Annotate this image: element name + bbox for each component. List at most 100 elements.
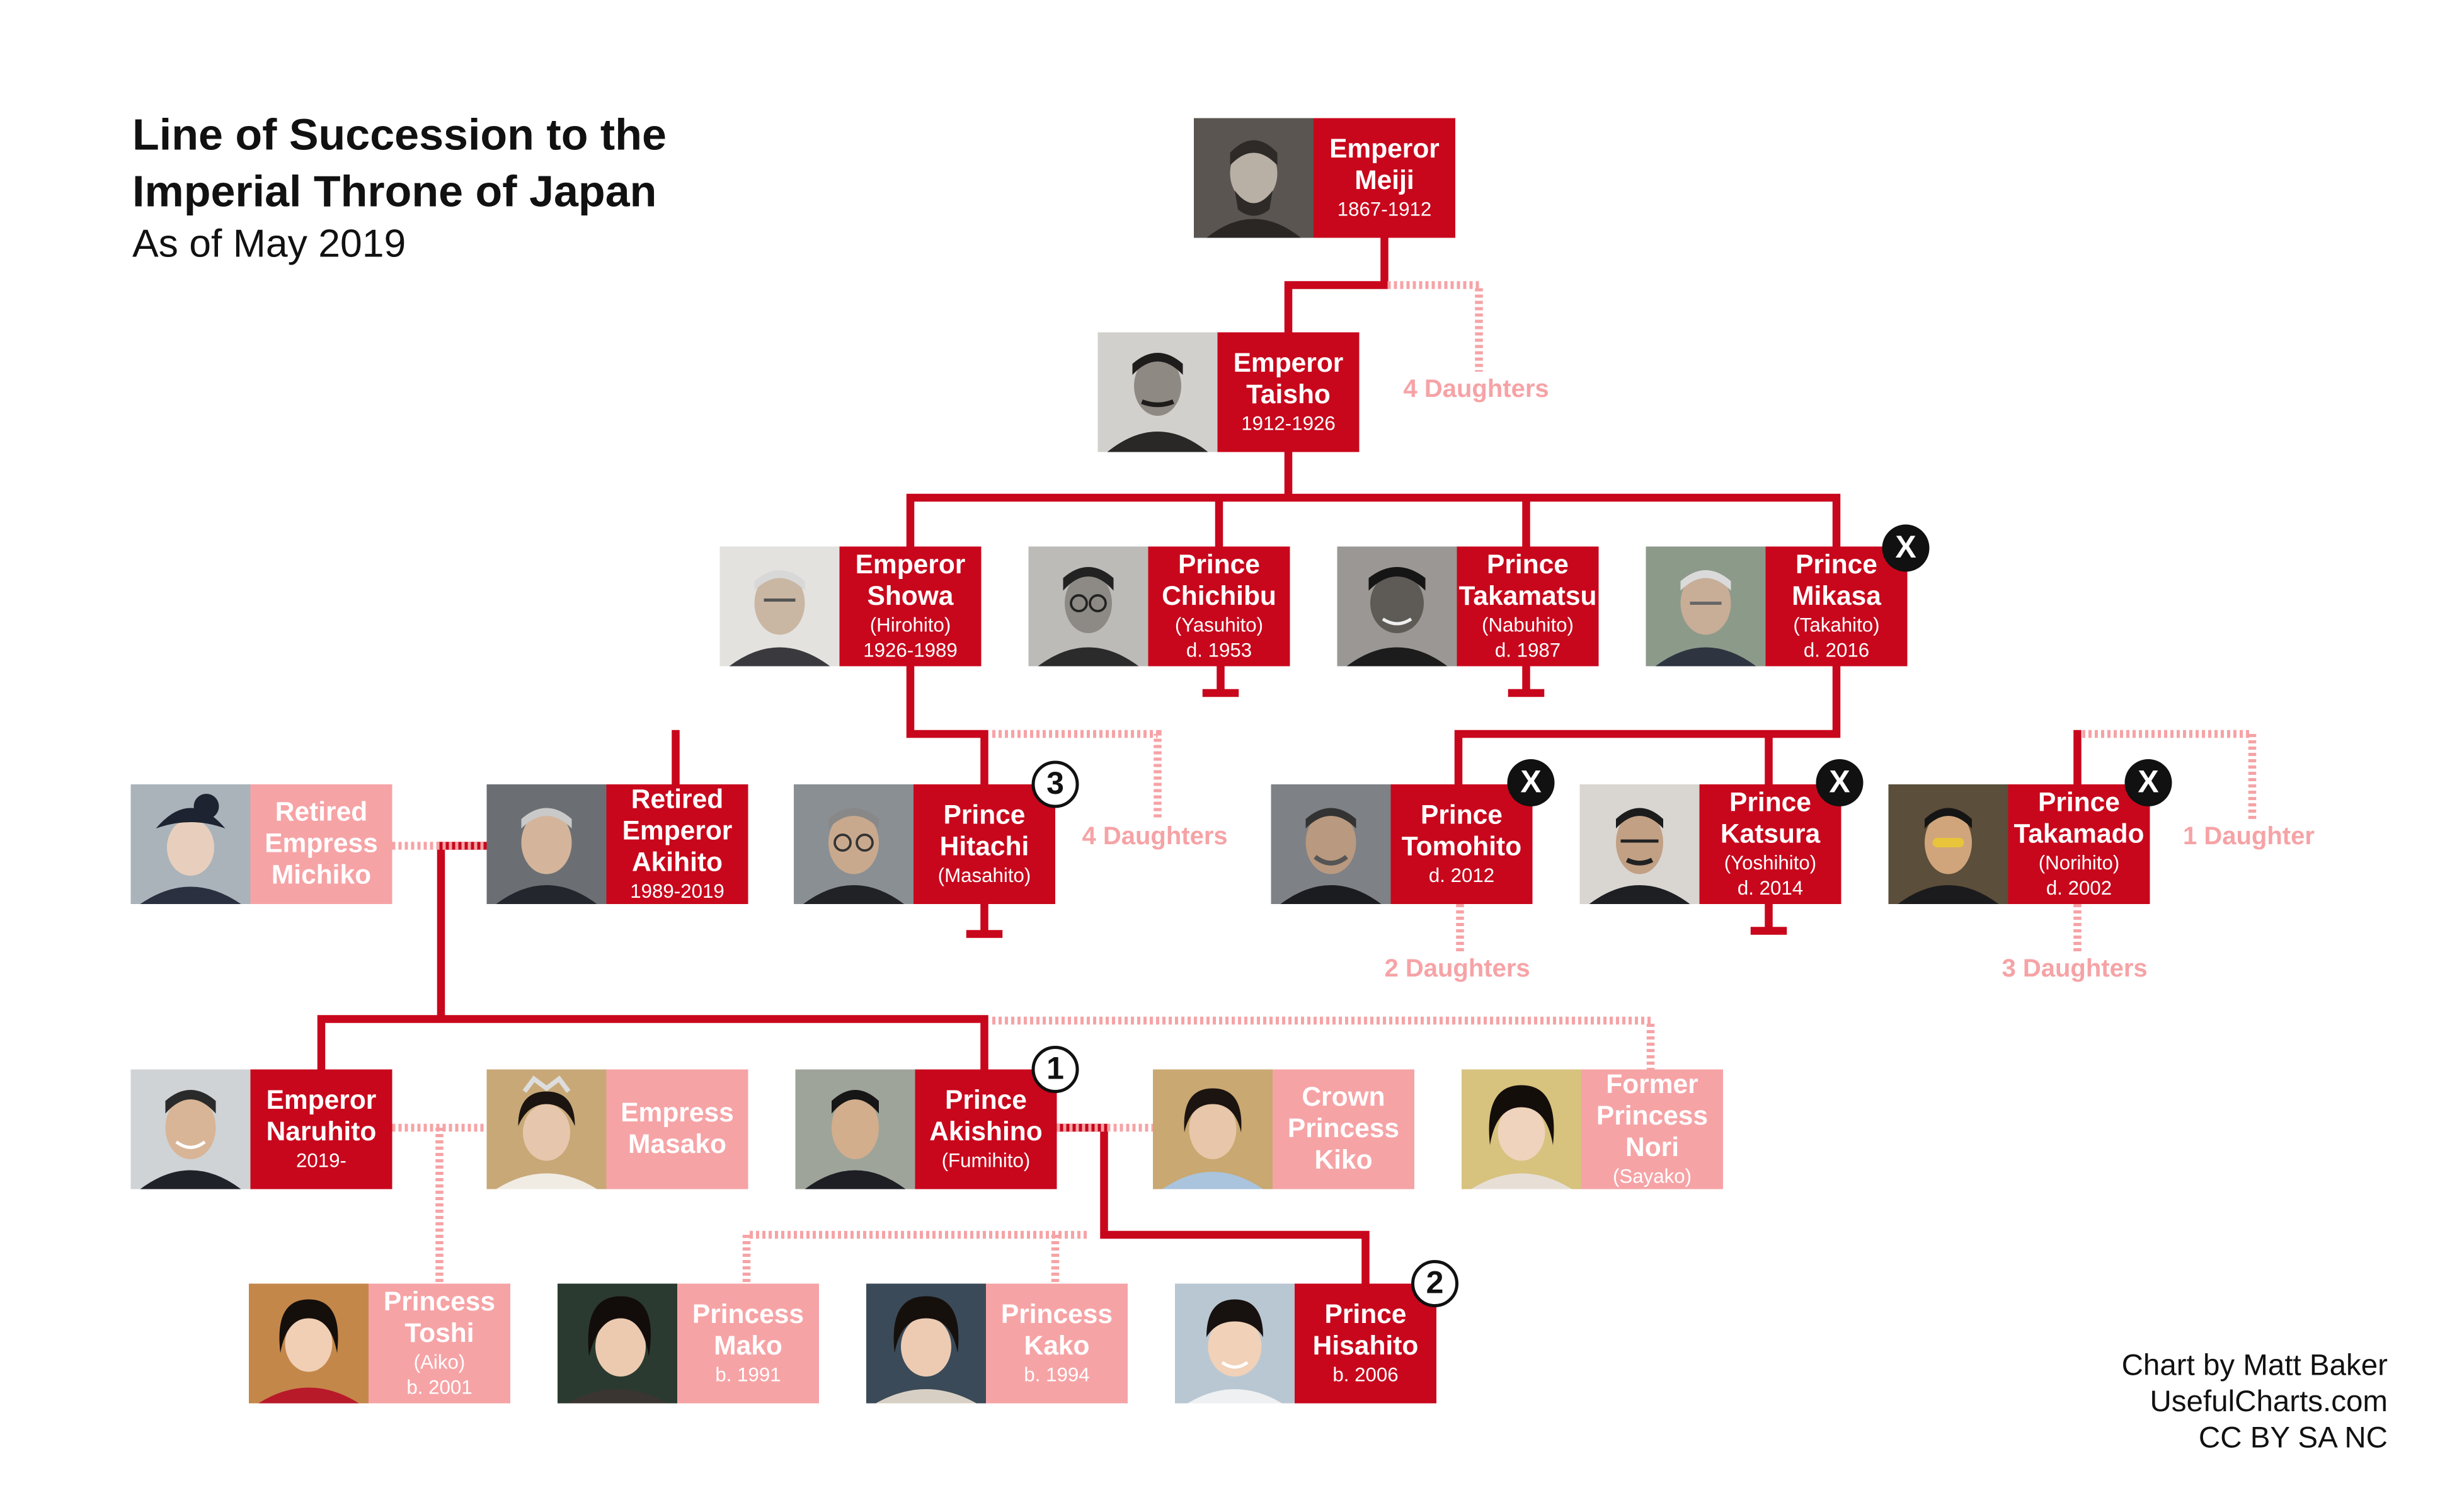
title-text-2: Empress <box>265 828 378 859</box>
death-text: d. 2016 <box>1803 639 1870 662</box>
portrait-photo <box>1646 546 1766 667</box>
chart-subtitle: As of May 2019 <box>132 222 406 266</box>
name-label: Crown Princess Kiko <box>1273 1069 1414 1189</box>
title-text: Princess <box>1000 1299 1113 1330</box>
death-text: d. 2012 <box>1428 864 1495 887</box>
succession-rank-badge: 3 <box>1031 760 1079 808</box>
name-text: Nori <box>1625 1132 1679 1163</box>
name-label: Princess Toshi (Aiko) b. 2001 <box>369 1283 510 1404</box>
portrait-photo <box>130 1069 251 1189</box>
name-text: Hisahito <box>1312 1331 1419 1361</box>
reign-text: 1926-1989 <box>863 639 958 662</box>
title-text: Prince <box>945 1085 1027 1116</box>
name-text: Takamado <box>2013 819 2145 849</box>
chart-title: Line of Succession to the Imperial Thron… <box>132 107 667 268</box>
title-text: Prince <box>1796 549 1877 580</box>
reign-text: 1989-2019 <box>630 880 724 903</box>
title-text: Prince <box>1324 1299 1407 1330</box>
death-text: d. 2002 <box>2046 877 2112 900</box>
name-text: Taisho <box>1246 379 1331 410</box>
name-label: Prince Hitachi (Masahito) <box>914 784 1055 904</box>
note-showa-daughters: 4 Daughters <box>1082 823 1228 851</box>
name-label: Prince Mikasa (Takahito) d. 2016 <box>1765 546 1908 667</box>
birth-text: b. 1991 <box>715 1364 781 1386</box>
name-label: Prince Tomohito d. 2012 <box>1390 784 1533 904</box>
portrait-photo <box>486 784 607 904</box>
credit-website: UsefulCharts.com <box>2150 1386 2388 1419</box>
given-name-text: (Sayako) <box>1612 1166 1692 1188</box>
title-text: Former <box>1606 1069 1698 1100</box>
portrait-photo <box>866 1283 986 1404</box>
portrait-photo <box>795 1069 915 1189</box>
title-text: Prince <box>2038 788 2120 818</box>
credit-author: Chart by Matt Baker <box>2121 1349 2388 1383</box>
reign-text: 1867-1912 <box>1337 198 1432 220</box>
reign-text: 2019- <box>296 1150 346 1172</box>
portrait-photo <box>719 546 840 667</box>
name-label: Empress Masako <box>606 1069 748 1189</box>
death-text: d. 1953 <box>1186 639 1252 662</box>
portrait-photo <box>130 784 251 904</box>
title-text: Retired <box>275 797 368 827</box>
name-label: Prince Akishino (Fumihito) <box>915 1069 1057 1189</box>
name-text: Kiko <box>1314 1145 1373 1176</box>
portrait-photo <box>1337 546 1457 667</box>
title-text: Emperor <box>266 1085 377 1116</box>
given-name-text: (Hirohito) <box>869 614 951 636</box>
title-text-2: Princess <box>1287 1113 1400 1144</box>
succession-rank-badge: 2 <box>1411 1260 1458 1307</box>
name-label: Princess Kako b. 1994 <box>986 1283 1128 1404</box>
name-label: Prince Takamado (Norihito) d. 2002 <box>2008 784 2150 904</box>
given-name-text: (Aiko) <box>413 1351 466 1373</box>
deceased-marker: X <box>1507 759 1555 806</box>
title-text: Princess <box>692 1299 805 1330</box>
given-name-text: (Norihito) <box>2038 852 2120 874</box>
portrait-photo <box>1028 546 1148 667</box>
title-text: Emperor <box>1329 134 1440 164</box>
title-text: Empress <box>621 1097 734 1128</box>
name-text: Kako <box>1024 1331 1090 1361</box>
title-text: Crown <box>1302 1082 1385 1113</box>
name-label: Emperor Naruhito 2019- <box>250 1069 392 1189</box>
reign-text: 1912-1926 <box>1241 413 1336 435</box>
note-mikasa-daughter: 1 Daughter <box>2183 823 2315 851</box>
deceased-marker: X <box>1816 759 1864 806</box>
name-label: Retired Empress Michiko <box>250 784 392 904</box>
title-line-1: Line of Succession to the <box>132 110 667 159</box>
portrait-photo <box>249 1283 369 1404</box>
name-label: Emperor Taisho 1912-1926 <box>1217 332 1360 452</box>
portrait-photo <box>1175 1283 1295 1404</box>
name-text: Naruhito <box>266 1116 377 1147</box>
title-text-2: Emperor <box>622 816 733 846</box>
title-text: Emperor <box>855 549 966 580</box>
name-text: Takamatsu <box>1458 581 1597 612</box>
succession-rank-badge: 1 <box>1031 1046 1079 1093</box>
title-text: Prince <box>1421 800 1503 830</box>
name-text: Akihito <box>631 847 723 878</box>
name-text: Masako <box>628 1129 726 1160</box>
portrait-photo <box>1462 1069 1581 1189</box>
portrait-photo <box>1888 784 2008 904</box>
given-name-text: (Masahito) <box>937 864 1031 887</box>
title-text-2: Princess <box>1596 1101 1709 1131</box>
name-label: Prince Katsura (Yoshihito) d. 2014 <box>1699 784 1841 904</box>
title-text: Retired <box>631 784 724 815</box>
note-takamado-daughters: 3 Daughters <box>2002 956 2148 983</box>
name-text: Chichibu <box>1162 581 1276 612</box>
title-text: Prince <box>1487 549 1569 580</box>
name-text: Mikasa <box>1792 581 1881 612</box>
name-text: Michiko <box>271 860 372 890</box>
deceased-marker: X <box>2124 759 2172 806</box>
name-label: Former Princess Nori (Sayako) <box>1581 1069 1723 1189</box>
name-text: Mako <box>714 1331 782 1361</box>
birth-text: b. 2006 <box>1332 1364 1399 1386</box>
title-text: Prince <box>943 800 1026 830</box>
portrait-photo <box>1271 784 1391 904</box>
birth-text: b. 2001 <box>406 1377 472 1399</box>
deceased-marker: X <box>1882 524 1930 572</box>
death-text: d. 2014 <box>1737 877 1804 900</box>
portrait-photo <box>486 1069 607 1189</box>
note-meiji-daughters: 4 Daughters <box>1403 376 1549 404</box>
name-label: Prince Hisahito b. 2006 <box>1295 1283 1436 1404</box>
